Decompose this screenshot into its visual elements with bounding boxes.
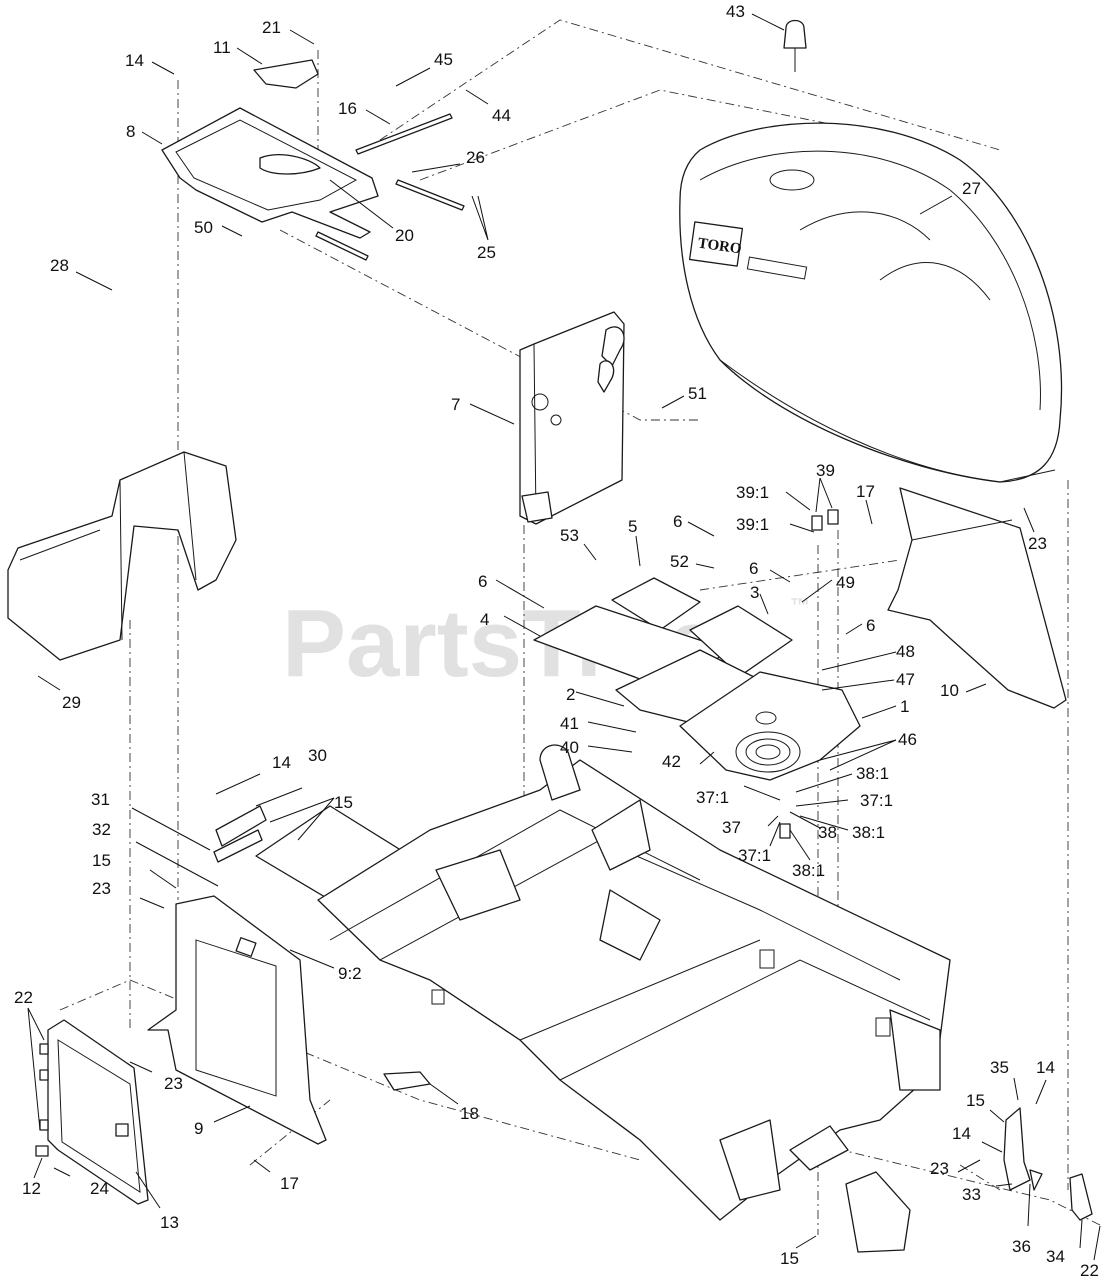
callout-6-a: 6: [673, 512, 682, 531]
fittings-39: [779, 509, 839, 839]
callout-37-1-a: 37:1: [696, 788, 729, 807]
callout-37: 37: [722, 818, 741, 837]
callout-52: 52: [670, 552, 689, 571]
cover-part-11: [253, 59, 319, 89]
callout-41: 41: [560, 714, 579, 733]
side-panel-part-10: [887, 487, 1067, 709]
callout-8: 8: [126, 122, 135, 141]
callout-23-d: 23: [930, 1159, 949, 1178]
callout-32: 32: [92, 820, 111, 839]
callout-6-d: 6: [866, 616, 875, 635]
main-frame: [255, 744, 951, 1253]
callout-3: 3: [750, 583, 759, 602]
callout-51: 51: [688, 384, 707, 403]
callout-22-a: 22: [14, 988, 33, 1007]
callout-31: 31: [91, 790, 110, 809]
callout-39-1-a: 39:1: [736, 483, 769, 502]
callout-25: 25: [477, 243, 496, 262]
callout-17-b: 17: [280, 1174, 299, 1193]
callout-37-1-b: 37:1: [860, 791, 893, 810]
callout-36: 36: [1012, 1237, 1031, 1256]
callout-45: 45: [434, 50, 453, 69]
bracket-part-7: [519, 311, 625, 525]
callout-14-d: 14: [952, 1124, 971, 1143]
callout-26: 26: [466, 148, 485, 167]
callout-17-a: 17: [856, 482, 875, 501]
callout-33: 33: [962, 1185, 981, 1204]
shroud-part-28: [7, 451, 237, 661]
callout-7: 7: [451, 395, 460, 414]
hood-part-27: TORO: [679, 122, 1063, 483]
callout-15-d: 15: [780, 1249, 799, 1268]
callout-1: 1: [900, 697, 909, 716]
plate-part-1: [679, 671, 861, 781]
callout-47: 47: [896, 670, 915, 689]
callouts: 43 21 14 11 45 44 8 16 26 27 20 25 50 51…: [14, 2, 1099, 1280]
callout-46: 46: [898, 730, 917, 749]
callout-12: 12: [22, 1179, 41, 1198]
front-panel-part-9: [147, 895, 327, 1145]
callout-50: 50: [194, 218, 213, 237]
callout-23-c: 23: [164, 1074, 183, 1093]
callout-39-1-b: 39:1: [736, 515, 769, 534]
watermark-trademark: ™: [790, 595, 810, 617]
callout-40: 40: [560, 738, 579, 757]
callout-23-b: 23: [92, 879, 111, 898]
callout-21: 21: [262, 18, 281, 37]
callout-42: 42: [662, 752, 681, 771]
knob-part-43: [783, 19, 807, 72]
control-plate-part-8: [161, 107, 379, 239]
handle-part-18: [383, 1071, 431, 1091]
callout-30: 30: [308, 746, 327, 765]
callout-6-b: 6: [749, 559, 758, 578]
callout-16: 16: [338, 99, 357, 118]
door-part-13: [35, 1019, 149, 1205]
callout-5: 5: [628, 517, 637, 536]
callout-38: 38: [818, 823, 837, 842]
callout-4: 4: [480, 610, 489, 629]
callout-34: 34: [1046, 1247, 1065, 1266]
brackets-30-31: [213, 805, 267, 863]
callout-6-c: 6: [478, 572, 487, 591]
callout-22-b: 22: [1080, 1261, 1099, 1280]
callout-14-b: 14: [272, 753, 291, 772]
callout-38-1-c: 38:1: [792, 861, 825, 880]
callout-9: 9: [194, 1119, 203, 1138]
callout-2: 2: [566, 685, 575, 704]
callout-14-c: 14: [1036, 1058, 1055, 1077]
callout-14: 14: [125, 51, 144, 70]
rods-16-26: [315, 113, 465, 261]
callout-27: 27: [962, 179, 981, 198]
plate-part-5: [611, 577, 701, 631]
callout-20: 20: [395, 226, 414, 245]
callout-9-2: 9:2: [338, 964, 362, 983]
callout-37-1-c: 37:1: [738, 846, 771, 865]
callout-49: 49: [836, 573, 855, 592]
callout-24: 24: [90, 1179, 109, 1198]
callout-15-c: 15: [966, 1091, 985, 1110]
callout-48: 48: [896, 642, 915, 661]
callout-23-a: 23: [1028, 534, 1047, 553]
callout-15-a: 15: [334, 793, 353, 812]
callout-39: 39: [816, 461, 835, 480]
latch-parts-33-35-34: [1003, 1107, 1093, 1221]
toro-logo: TORO: [697, 236, 743, 258]
callout-53: 53: [560, 526, 579, 545]
callout-18: 18: [460, 1104, 479, 1123]
callout-13: 13: [160, 1213, 179, 1232]
callout-38-1-a: 38:1: [856, 764, 889, 783]
callout-28: 28: [50, 256, 69, 275]
callout-10: 10: [940, 681, 959, 700]
callout-43: 43: [726, 2, 745, 21]
callout-35: 35: [990, 1058, 1009, 1077]
callout-29: 29: [62, 693, 81, 712]
plate-part-3: [689, 605, 793, 677]
callout-11: 11: [213, 38, 231, 57]
callout-44: 44: [492, 106, 511, 125]
leader-lines: [27, 13, 1101, 1261]
callout-15-b: 15: [92, 851, 111, 870]
callout-38-1-b: 38:1: [852, 823, 885, 842]
